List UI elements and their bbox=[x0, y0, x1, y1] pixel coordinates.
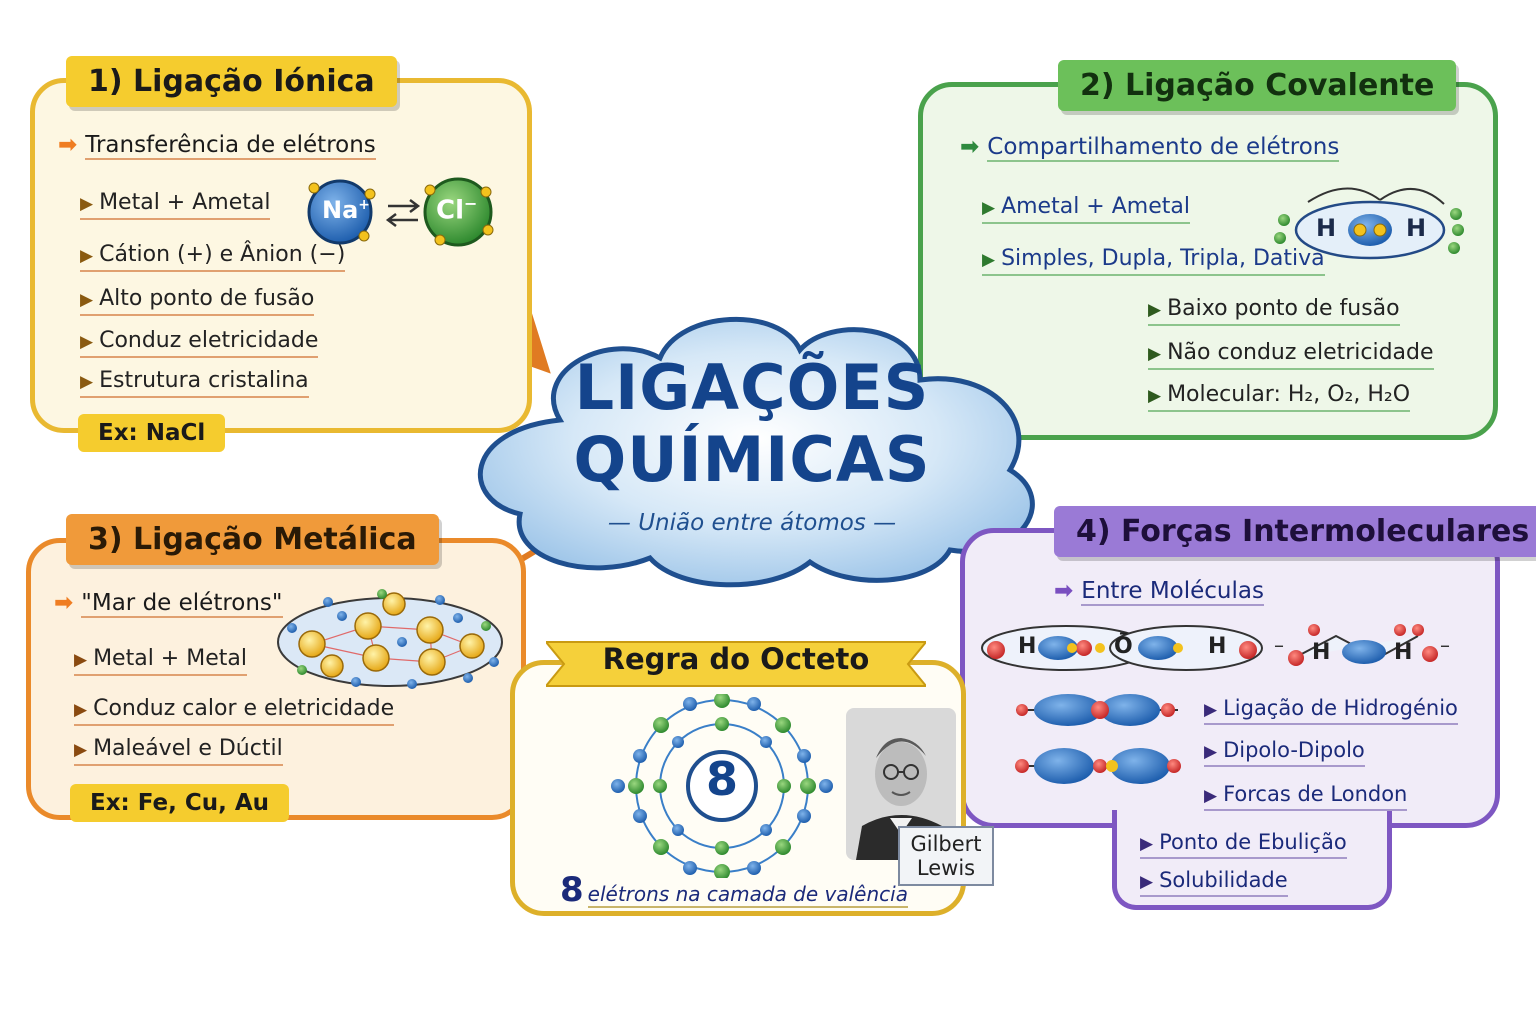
triangle-bullet-icon: ▶ bbox=[982, 198, 996, 218]
triangle-bullet-icon: ▶ bbox=[74, 740, 88, 760]
ionic-item-5: ▶Estrutura cristalina bbox=[80, 368, 309, 398]
covalent-item-1: ▶Ametal + Ametal bbox=[982, 194, 1190, 224]
ionic-bond-panel bbox=[30, 78, 532, 433]
triangle-bullet-icon: ▶ bbox=[74, 700, 88, 720]
intermolecular-lead-text: Entre Moléculas bbox=[1081, 578, 1264, 606]
metallic-item-1: ▶Metal + Metal bbox=[74, 646, 247, 676]
svg-text:–: – bbox=[1440, 633, 1450, 657]
triangle-bullet-icon: ▶ bbox=[80, 246, 94, 266]
molecule-label-h1: H bbox=[1018, 634, 1037, 659]
main-subtitle: — União entre átomos — bbox=[607, 510, 897, 536]
triangle-bullet-icon: ▶ bbox=[80, 372, 94, 392]
octet-number: 8 bbox=[705, 752, 738, 806]
covalent-lead-text: Compartilhamento de elétrons bbox=[987, 134, 1340, 162]
triangle-bullet-icon: ▶ bbox=[80, 332, 94, 352]
molecule-label-h4: H bbox=[1394, 640, 1413, 665]
metallic-item-2: ▶Conduz calor e eletricidade bbox=[74, 696, 395, 726]
octet-atom-illustration bbox=[611, 694, 833, 878]
na-cl-ions-illustration bbox=[307, 177, 494, 247]
main-title-line-1: LIGAÇÕES bbox=[574, 351, 930, 424]
ionic-lead-text: Transferência de elétrons bbox=[85, 132, 376, 160]
covalent-lead: ➡ Compartilhamento de elétrons bbox=[960, 134, 1340, 163]
intermolecular-lead: ➡ Entre Moléculas bbox=[1054, 578, 1264, 607]
triangle-bullet-icon: ▶ bbox=[1204, 786, 1218, 806]
central-cloud bbox=[477, 316, 1035, 588]
triangle-bullet-icon: ▶ bbox=[80, 290, 94, 310]
metallic-item-3: ▶Maleável e Dúctil bbox=[74, 736, 283, 766]
ionic-item-4: ▶Conduz eletricidade bbox=[80, 328, 319, 358]
intermolecular-forces-title: 4) Forças Intermoleculares bbox=[1054, 506, 1536, 557]
arrow-right-icon: ➡ bbox=[58, 132, 78, 158]
covalent-bond-panel bbox=[918, 82, 1498, 440]
molecule-label-o: Ō bbox=[1114, 634, 1133, 659]
metallic-lead-text: "Mar de elétrons" bbox=[81, 590, 283, 618]
triangle-bullet-icon: ▶ bbox=[74, 650, 88, 670]
h2-molecule-illustration bbox=[1274, 187, 1464, 260]
intermolecular-properties-panel bbox=[1112, 810, 1392, 910]
water-molecule-chain-illustration: – – bbox=[981, 624, 1450, 784]
na-ion-label: Na+ bbox=[322, 196, 371, 224]
triangle-bullet-icon: ▶ bbox=[1140, 834, 1154, 854]
triangle-bullet-icon: ▶ bbox=[1148, 386, 1162, 406]
intermolecular-item-4: ▶Ponto de Ebulição bbox=[1140, 830, 1347, 859]
gilbert-lewis-caption: Gilbert Lewis bbox=[898, 826, 994, 886]
covalent-bond-title: 2) Ligação Covalente bbox=[1058, 60, 1457, 111]
intermolecular-item-1: ▶Ligação de Hidrogénio bbox=[1204, 696, 1458, 725]
molecule-label-h3: H bbox=[1312, 640, 1331, 665]
octet-caption-number: 8 bbox=[560, 870, 584, 910]
metallic-lead: ➡ "Mar de elétrons" bbox=[54, 590, 283, 619]
triangle-bullet-icon: ▶ bbox=[1148, 344, 1162, 364]
triangle-bullet-icon: ▶ bbox=[80, 194, 94, 214]
molecule-label-h2: H bbox=[1208, 634, 1227, 659]
triangle-bullet-icon: ▶ bbox=[982, 250, 996, 270]
ionic-item-3: ▶Alto ponto de fusão bbox=[80, 286, 315, 316]
metal-lattice-illustration bbox=[277, 589, 503, 689]
arrow-right-icon: ➡ bbox=[960, 134, 980, 160]
triangle-bullet-icon: ▶ bbox=[1204, 700, 1218, 720]
cl-ion-label: Cl− bbox=[436, 194, 478, 226]
covalent-item-5: ▶Molecular: H₂, O₂, H₂O bbox=[1148, 382, 1411, 412]
triangle-bullet-icon: ▶ bbox=[1140, 872, 1154, 892]
metallic-example: Ex: Fe, Cu, Au bbox=[70, 784, 290, 822]
ionic-lead: ➡ Transferência de elétrons bbox=[58, 132, 376, 161]
octet-rule-title: Regra do Octeto bbox=[602, 642, 870, 676]
h-atom-label-left: H bbox=[1316, 214, 1337, 242]
lewis-last-name: Lewis bbox=[916, 856, 976, 880]
ionic-item-1: ▶Metal + Ametal bbox=[80, 190, 271, 220]
covalent-item-3: ▶Baixo ponto de fusão bbox=[1148, 296, 1400, 326]
h-atom-label-right: H bbox=[1406, 214, 1427, 242]
octet-caption-text: elétrons na camada de valência bbox=[587, 882, 908, 908]
arrow-right-icon: ➡ bbox=[1054, 578, 1074, 604]
triangle-bullet-icon: ▶ bbox=[1204, 742, 1218, 762]
octet-banner-ribbon bbox=[546, 641, 926, 687]
svg-text:–: – bbox=[1274, 633, 1284, 657]
intermolecular-item-5: ▶Solubilidade bbox=[1140, 868, 1288, 897]
main-title: LIGAÇÕES QUÍMICAS bbox=[560, 352, 944, 496]
lewis-first-name: Gilbert bbox=[910, 832, 982, 856]
triangle-bullet-icon: ▶ bbox=[1148, 300, 1162, 320]
arrow-right-icon: ➡ bbox=[54, 590, 74, 616]
intermolecular-item-2: ▶Dipolo-Dipolo bbox=[1204, 738, 1365, 767]
covalent-item-4: ▶Não conduz eletricidade bbox=[1148, 340, 1434, 370]
metallic-bond-title: 3) Ligação Metálica bbox=[66, 514, 439, 565]
ionic-example: Ex: NaCl bbox=[78, 414, 226, 452]
intermolecular-item-3: ▶Forcas de London bbox=[1204, 782, 1408, 811]
covalent-item-2: ▶Simples, Dupla, Tripla, Dativa bbox=[982, 246, 1325, 276]
ionic-bond-title: 1) Ligação Iónica bbox=[66, 56, 397, 107]
ionic-item-2: ▶Cátion (+) e Ânion (−) bbox=[80, 242, 346, 272]
main-title-line-2: QUÍMICAS bbox=[573, 423, 931, 496]
